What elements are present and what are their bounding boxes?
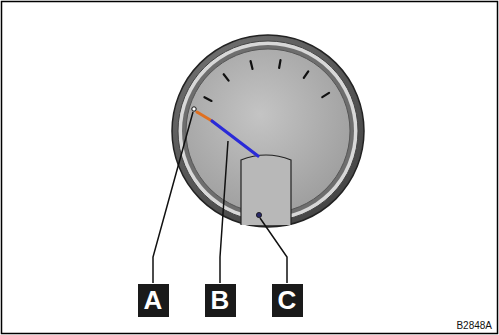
- callout-letter: C: [272, 284, 303, 317]
- leader-line-c: [260, 218, 287, 283]
- indicator-light: [256, 212, 261, 217]
- leader-lines: [153, 112, 287, 283]
- gauge-bezel: [172, 35, 364, 227]
- needle: [212, 121, 258, 156]
- scale-tick: [224, 74, 229, 80]
- scale-tick: [279, 60, 280, 68]
- needle-tip: [197, 112, 212, 121]
- leader-line-a: [153, 112, 193, 283]
- scale-tick: [204, 97, 211, 101]
- figure-code: B2848A: [455, 321, 493, 331]
- callout-letter: B: [205, 284, 236, 317]
- scale-tick: [251, 61, 253, 69]
- scale-tick: [304, 71, 308, 78]
- scale-tick: [322, 93, 329, 97]
- stop-pin: [192, 107, 196, 111]
- scale-ticks: [204, 60, 329, 101]
- leader-line-b: [220, 141, 228, 283]
- indicator-window: [241, 155, 291, 225]
- callout-letter: A: [138, 284, 169, 317]
